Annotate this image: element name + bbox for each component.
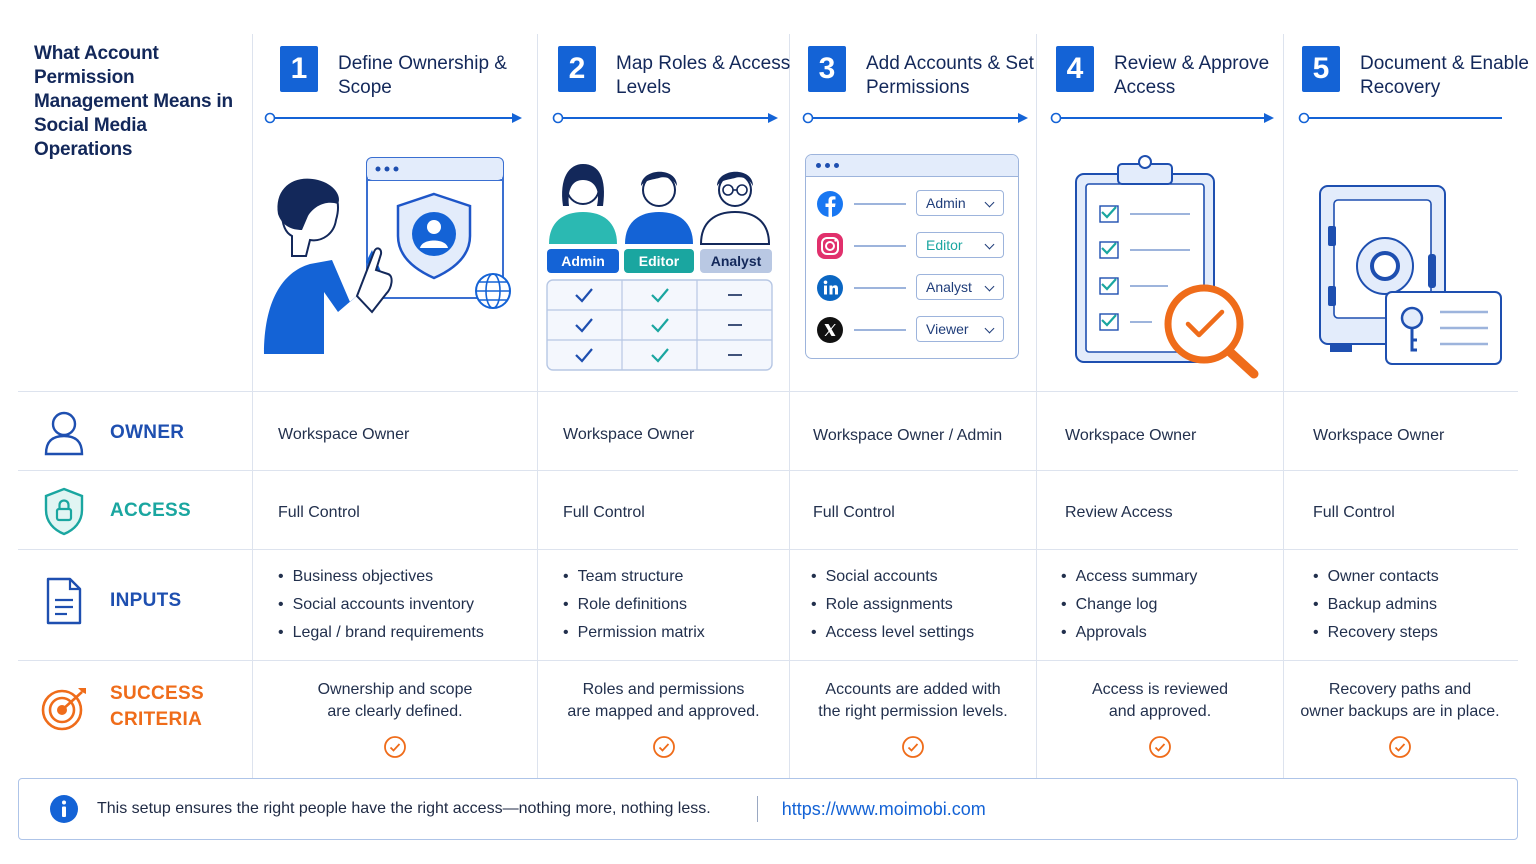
inputs-row-label: INPUTS — [40, 576, 181, 626]
permission-dropdown: Admin — [916, 190, 1004, 216]
list-item: Social accounts inventory — [278, 591, 484, 619]
column-divider — [789, 34, 790, 779]
list-item: Team structure — [563, 563, 705, 591]
inputs-list: Team structure Role definitions Permissi… — [563, 563, 705, 647]
success-cell: Access is reviewed and approved. — [1037, 679, 1283, 759]
access-cell: Review Access — [1065, 504, 1173, 521]
check-circle-icon — [1389, 736, 1411, 758]
list-item: Owner contacts — [1313, 563, 1439, 591]
column-divider — [252, 34, 253, 779]
row-divider — [18, 391, 1518, 392]
inputs-list: Business objectives Social accounts inve… — [278, 563, 484, 647]
footer-separator — [756, 796, 758, 822]
row-divider — [18, 660, 1518, 661]
owner-cell: Workspace Owner / Admin — [813, 427, 1003, 444]
review-clipboard-illustration — [1075, 155, 1259, 379]
x-twitter-icon — [817, 317, 843, 343]
row-divider — [18, 549, 1518, 550]
inputs-list: Social accounts Role assignments Access … — [811, 563, 975, 647]
step-arrow-icon — [1050, 112, 1274, 124]
page-title: What Account Permission Management Means… — [34, 43, 233, 160]
step-number: 1 — [280, 46, 318, 92]
editor-role-pill: Editor — [624, 249, 694, 273]
step-title: Review & Approve Access — [1114, 53, 1270, 98]
list-item: Role definitions — [563, 591, 705, 619]
success-cell: Roles and permissions are mapped and app… — [538, 679, 789, 759]
column-divider — [1036, 34, 1037, 779]
window-titlebar — [806, 155, 1018, 177]
owner-cell: Workspace Owner — [278, 426, 410, 443]
inputs-list: Owner contacts Backup admins Recovery st… — [1313, 563, 1439, 647]
roles-illustration: Admin Editor Analyst — [545, 158, 775, 373]
inputs-list: Access summary Change log Approvals — [1061, 563, 1198, 647]
list-item: Permission matrix — [563, 619, 705, 647]
check-circle-icon — [384, 736, 406, 758]
step-arrow-icon — [802, 112, 1028, 124]
check-circle-icon — [1149, 736, 1171, 758]
step-arrow-icon — [552, 112, 778, 124]
list-item: Change log — [1061, 591, 1197, 619]
list-item: Access level settings — [811, 619, 975, 647]
list-item: Backup admins — [1313, 591, 1439, 619]
admin-role-pill: Admin — [547, 249, 619, 273]
step-arrow-icon — [1298, 112, 1502, 124]
accounts-window: Admin Editor Analyst Viewer — [805, 154, 1019, 359]
team-avatars-icon — [549, 164, 771, 245]
shield-lock-icon — [44, 487, 84, 536]
check-circle-icon — [652, 736, 675, 758]
step-title: Document & Enable Recovery — [1360, 53, 1529, 98]
list-item: Access summary — [1061, 563, 1198, 591]
list-item: Business objectives — [278, 563, 484, 591]
owner-cell: Workspace Owner — [563, 426, 695, 443]
access-cell: Full Control — [563, 504, 645, 521]
access-cell: Full Control — [1313, 504, 1395, 521]
success-row-label: SUCCESS CRITERIA — [40, 683, 204, 734]
step-number: 2 — [558, 46, 596, 92]
facebook-icon — [817, 191, 843, 217]
document-icon — [46, 577, 82, 625]
access-cell: Full Control — [813, 504, 895, 521]
ownership-illustration — [264, 157, 511, 354]
list-item: Social accounts — [811, 563, 974, 591]
user-icon — [44, 411, 84, 456]
step-title: Add Accounts & Set Permissions — [866, 53, 1034, 98]
step-number: 4 — [1056, 46, 1094, 92]
permission-dropdown: Editor — [916, 232, 1004, 258]
list-item: Legal / brand requirements — [278, 619, 484, 647]
success-cell: Accounts are added with the right permis… — [790, 679, 1036, 759]
footer-link[interactable]: https://www.moimobi.com — [781, 798, 986, 819]
target-icon — [41, 688, 86, 731]
linkedin-icon — [817, 275, 843, 301]
footer-banner: This setup ensures the right people have… — [18, 778, 1518, 840]
permission-dropdown: Analyst — [916, 274, 1004, 300]
access-cell: Full Control — [278, 504, 360, 521]
check-circle-icon — [902, 736, 924, 758]
permission-dropdown: Viewer — [916, 316, 1004, 342]
footer-note: This setup ensures the right people have… — [97, 800, 711, 817]
info-icon — [50, 795, 78, 823]
analyst-role-pill: Analyst — [700, 249, 772, 273]
step-arrow-icon — [264, 112, 522, 124]
step-number: 3 — [808, 46, 846, 92]
success-cell: Ownership and scope are clearly defined. — [253, 679, 537, 759]
column-divider — [537, 34, 538, 779]
list-item: Recovery steps — [1313, 619, 1439, 647]
success-cell: Recovery paths and owner backups are in … — [1284, 679, 1516, 759]
list-item: Role assignments — [811, 591, 974, 619]
step-title: Map Roles & Access Levels — [616, 53, 791, 98]
step-number: 5 — [1302, 46, 1340, 92]
access-row-label: ACCESS — [40, 486, 191, 536]
list-item: Approvals — [1061, 619, 1197, 647]
owner-row-label: OWNER — [40, 408, 184, 458]
row-divider — [18, 470, 1518, 471]
owner-cell: Workspace Owner — [1065, 427, 1197, 444]
permission-matrix-icon — [546, 279, 773, 371]
column-divider — [1283, 34, 1284, 779]
recovery-safe-illustration — [1319, 185, 1502, 365]
step-title: Define Ownership & Scope — [338, 53, 507, 98]
owner-cell: Workspace Owner — [1313, 427, 1445, 444]
instagram-icon — [817, 233, 843, 259]
